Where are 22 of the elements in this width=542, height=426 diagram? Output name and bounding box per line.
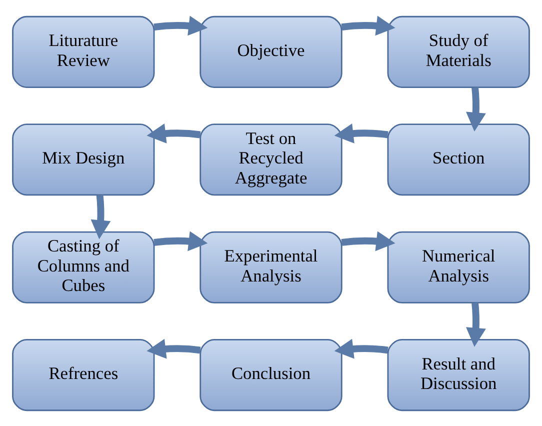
arrow — [154, 230, 208, 251]
node-box: Study of Materials — [387, 15, 530, 88]
node-box: Numerical Analysis — [387, 230, 530, 303]
arrow — [466, 86, 486, 132]
arrow — [341, 230, 396, 251]
arrow — [146, 123, 201, 143]
node-box: Result and Discussion — [387, 338, 530, 411]
node-box: Experimental Analysis — [200, 230, 342, 303]
arrow — [334, 123, 388, 143]
node-box: Mix Design — [12, 123, 155, 196]
node-box: Conclusion — [200, 338, 342, 411]
arrow — [334, 338, 388, 358]
node-box: Refrences — [12, 338, 155, 411]
node-box: Objective — [200, 15, 342, 88]
arrow — [90, 194, 111, 239]
node-box: Test on Recycled Aggregate — [200, 123, 342, 196]
node-box: Liturature Review — [12, 15, 155, 88]
node-box: Casting of Columns and Cubes — [12, 230, 155, 303]
arrow — [154, 15, 208, 36]
arrow — [146, 338, 201, 358]
arrow — [341, 15, 396, 36]
node-box: Section — [387, 123, 530, 196]
